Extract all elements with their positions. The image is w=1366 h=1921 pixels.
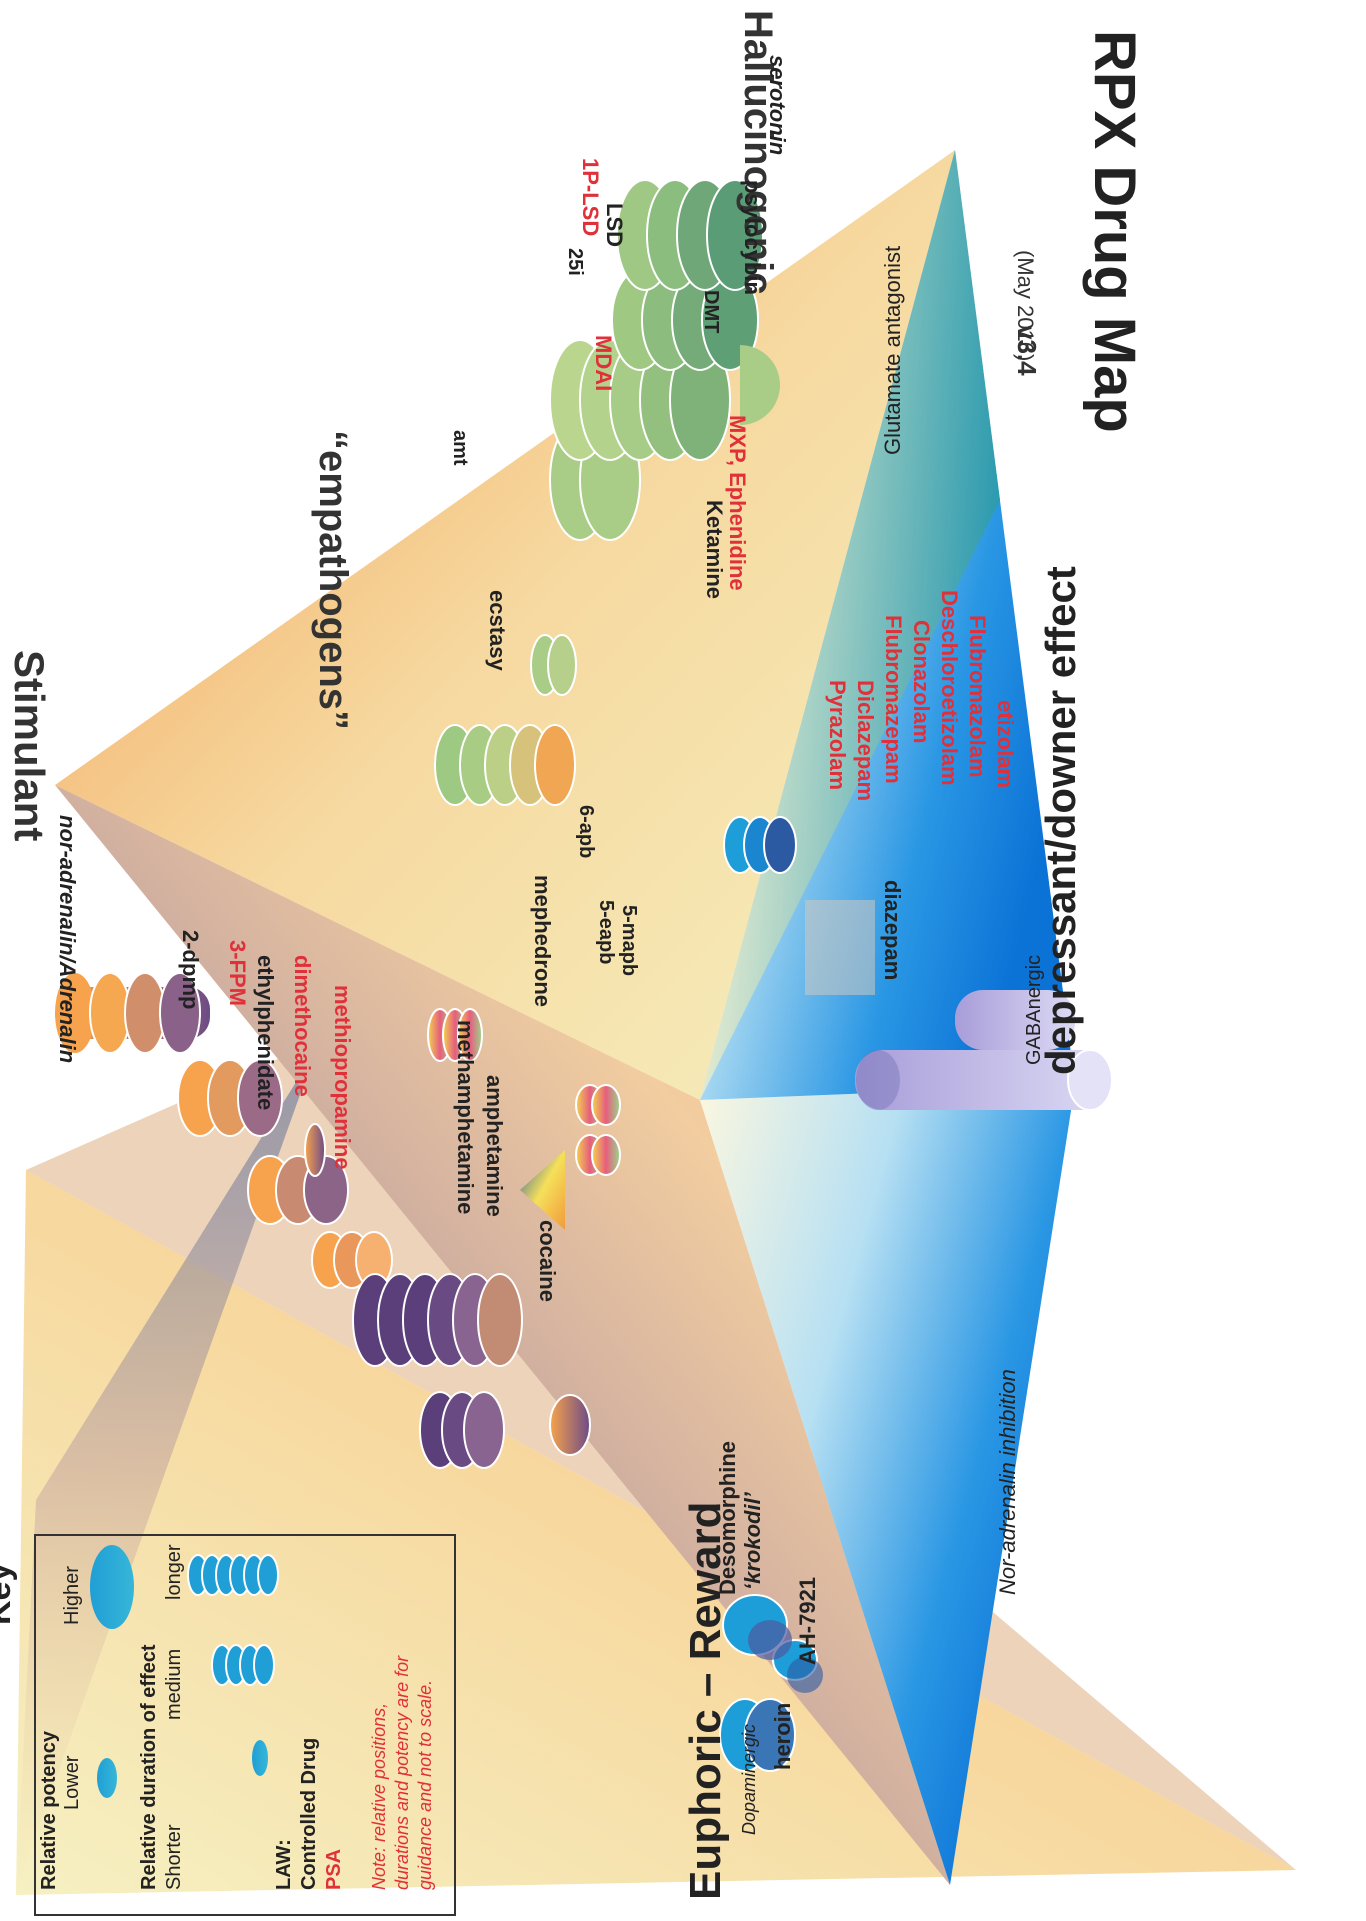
label-amt: amt	[449, 430, 471, 466]
potency-label: Relative potency	[38, 1730, 60, 1890]
label-flubromazepam: Flubromazepam	[881, 615, 906, 784]
label-cocaine: cocaine	[535, 1220, 560, 1302]
label-pyrazolam: Pyrazolam	[825, 680, 850, 790]
label-5eapb: 5-eapb	[595, 900, 617, 964]
stack-desomorphine	[722, 1594, 792, 1660]
psa-label: PSA	[323, 1849, 345, 1890]
higher-potency-dot	[90, 1545, 134, 1629]
label-psylocybin: psylocybin	[740, 180, 765, 295]
label-diclazepam: Diclazepam	[853, 680, 878, 801]
serotonin-edge: serotonin	[765, 55, 790, 155]
label-amphetamine: amphetamine	[482, 1075, 507, 1217]
stack-methiopropamine	[311, 1231, 393, 1289]
shorter-label: Shorter	[163, 1824, 185, 1890]
medium-duration-stack	[211, 1644, 275, 1686]
label-6apb: 6-apb	[575, 805, 597, 858]
stack-mdai	[530, 634, 577, 696]
label-25i: 25i	[564, 248, 586, 276]
stack-dmt	[740, 345, 780, 425]
hallucinogenic-label: Hallucinogenic	[736, 10, 780, 295]
euphoric-label: Euphoric – Reward	[681, 1501, 730, 1900]
stack-3fpm	[177, 1059, 283, 1137]
stack-methamphetamine	[352, 1273, 523, 1367]
noradrenalin-edge: nor-adrenalin/Adrenalin	[55, 815, 80, 1063]
label-1plsd: 1P-LSD	[578, 158, 603, 236]
label-methamphetamine: methamphetamine	[453, 1020, 478, 1214]
key-border	[34, 1534, 456, 1916]
short-duration-dot	[252, 1740, 268, 1776]
stack-ecstasy	[427, 1008, 483, 1062]
labels: RPX Drug Map v3.4 (May 2016) Stimulant H…	[6, 10, 1147, 1900]
stimulant-label: Stimulant	[6, 650, 53, 841]
label-dimethocaine: dimethocaine	[290, 955, 315, 1097]
version: v3.4	[1012, 325, 1042, 376]
stack-6apb	[575, 1084, 621, 1126]
controlled-label: Controlled Drug	[298, 1738, 320, 1890]
center-smudge	[805, 900, 875, 995]
label-ethylphenidate: ethylphenidate	[253, 955, 278, 1110]
label-mdai: MDAI	[591, 335, 616, 391]
long-duration-stack	[187, 1554, 279, 1596]
stack-cocaine	[549, 1394, 591, 1456]
lower-potency-dot	[97, 1758, 117, 1798]
dopaminergic-edge: Dopaminergic	[739, 1724, 759, 1835]
lower-label: Lower	[61, 1755, 83, 1810]
label-flubromazolam: Flubromazolam	[965, 615, 990, 778]
label-diazepam: diazepam	[880, 880, 905, 980]
label-5mapb: 5-mapb	[618, 905, 640, 976]
label-2dpmp: 2-dpmp	[178, 930, 203, 1009]
drug-marks	[55, 179, 1113, 1772]
depressant-face	[700, 1085, 1075, 1885]
label-methiopropamine: methiopropamine	[330, 985, 355, 1170]
duration-label: Relative duration of effect	[138, 1644, 160, 1890]
note-line-2: durations and potency are for	[392, 1655, 412, 1890]
stack-mephedrone	[520, 1150, 565, 1230]
label-heroin: heroin	[770, 1703, 795, 1770]
stack-ketamine	[723, 816, 797, 874]
stack-amphetamine	[419, 1391, 505, 1469]
stack-diazepam	[855, 990, 1113, 1111]
label-ah7921: AH-7921	[795, 1577, 820, 1665]
law-label: LAW:	[273, 1839, 295, 1890]
label-deschloro: Deschloroetizolam	[937, 590, 962, 786]
label-3fpm: 3-FPM	[225, 940, 250, 1006]
label-clonazolam: Clonazolam	[909, 620, 934, 743]
label-etizolam: etizolam	[993, 700, 1018, 788]
stack-2dpmp	[55, 972, 210, 1054]
longer-label: longer	[163, 1544, 185, 1600]
stack-5eapb	[575, 1134, 621, 1176]
label-mxp: MXP, Ephenidine	[725, 415, 750, 591]
gabaergic-edge: GABAnergic	[1023, 955, 1045, 1065]
label-ketamine: Ketamine	[702, 500, 727, 599]
key-heading: Key	[0, 1563, 18, 1625]
higher-label: Higher	[61, 1566, 83, 1625]
stack-dimethocaine	[304, 1123, 326, 1177]
map-title: RPX Drug Map	[1082, 30, 1147, 433]
label-lsd: LSD	[602, 203, 627, 247]
stack-amt	[434, 724, 576, 806]
empathogens-label: “empathogens”	[311, 430, 355, 730]
depressant-label: depressant/downer effect	[1037, 566, 1084, 1075]
noradrenalin-inhibition-edge: Nor-adrenalin inhibition	[995, 1369, 1020, 1595]
date: (May 2016)	[1013, 250, 1038, 361]
note-line-3: guidance and not to scale.	[415, 1680, 435, 1890]
label-mephedrone: mephedrone	[530, 875, 555, 1007]
note-line-1: Note: relative positions,	[369, 1703, 389, 1890]
label-dmt: DMT	[700, 290, 722, 333]
key-panel: Key Relative potency Lower Higher Relati…	[0, 1534, 456, 1916]
stack-hallucinogens	[549, 179, 764, 541]
label-ecstasy: ecstasy	[485, 590, 510, 672]
face-depressant	[16, 1050, 316, 1895]
stack-heroin	[719, 1698, 796, 1772]
medium-label: medium	[163, 1649, 185, 1720]
label-desomorphine: Desomorphine	[715, 1441, 740, 1595]
label-krokodil: ‘krokodil’	[740, 1491, 765, 1590]
glutamate-edge: Glutamate antagonist	[880, 246, 905, 455]
